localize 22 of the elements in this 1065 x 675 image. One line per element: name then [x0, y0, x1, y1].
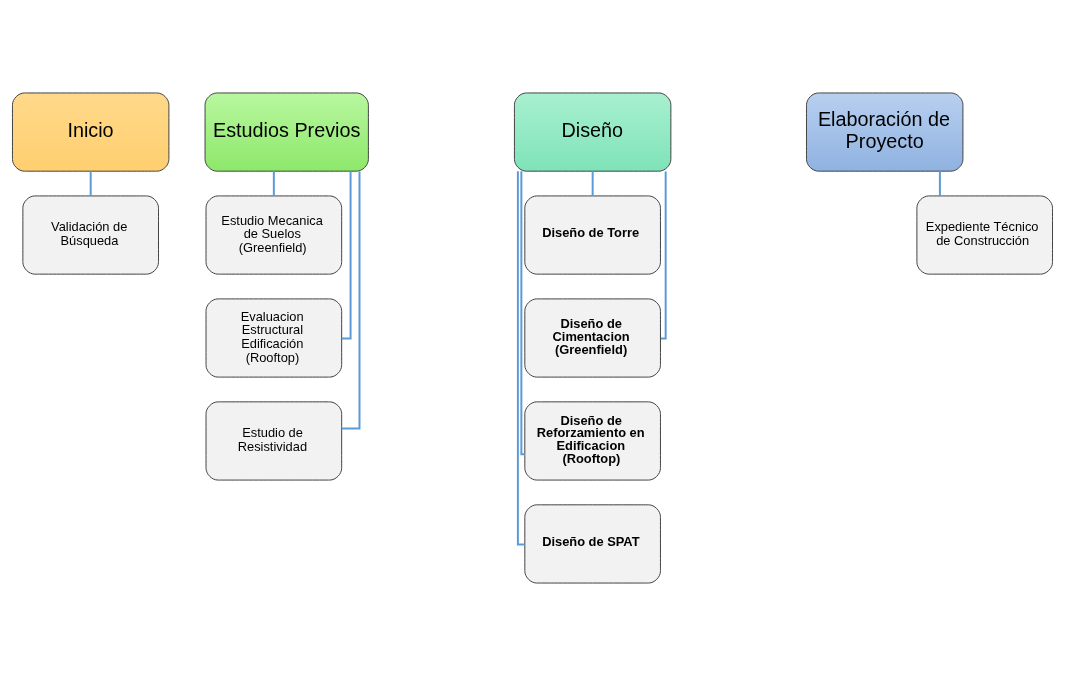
node-box: Evaluacion Estructural Edificación (Rooftop) — [205, 297, 343, 378]
node-box: Diseño — [513, 91, 672, 172]
node-box: Estudio de Resistividad — [205, 400, 343, 481]
connector — [591, 169, 594, 197]
connector — [340, 169, 352, 339]
node-box: Inicio — [11, 91, 170, 172]
node-box: Diseño de SPAT — [524, 503, 661, 584]
node-box: Diseño de Torre — [524, 194, 661, 275]
node-box: Estudios Previos — [204, 91, 369, 172]
connector — [516, 169, 526, 545]
node-box: Diseño de Reforzamiento en Edificacion (Rooftop) — [524, 400, 661, 481]
node-box: Estudio Mecanica de Suelos (Greenfield) — [205, 194, 343, 275]
connector — [659, 169, 667, 339]
node-box: Validación de Búsqueda — [22, 194, 159, 275]
connector — [520, 169, 526, 455]
node-box: Diseño de Cimentacion (Greenfield) — [524, 297, 661, 378]
node-box: Elaboración de Proyecto — [806, 91, 964, 172]
connector — [340, 169, 361, 430]
connector — [89, 169, 92, 197]
connector — [272, 169, 275, 197]
connector — [938, 169, 941, 197]
node-box: Expediente Técnico de Construcción — [916, 194, 1054, 275]
